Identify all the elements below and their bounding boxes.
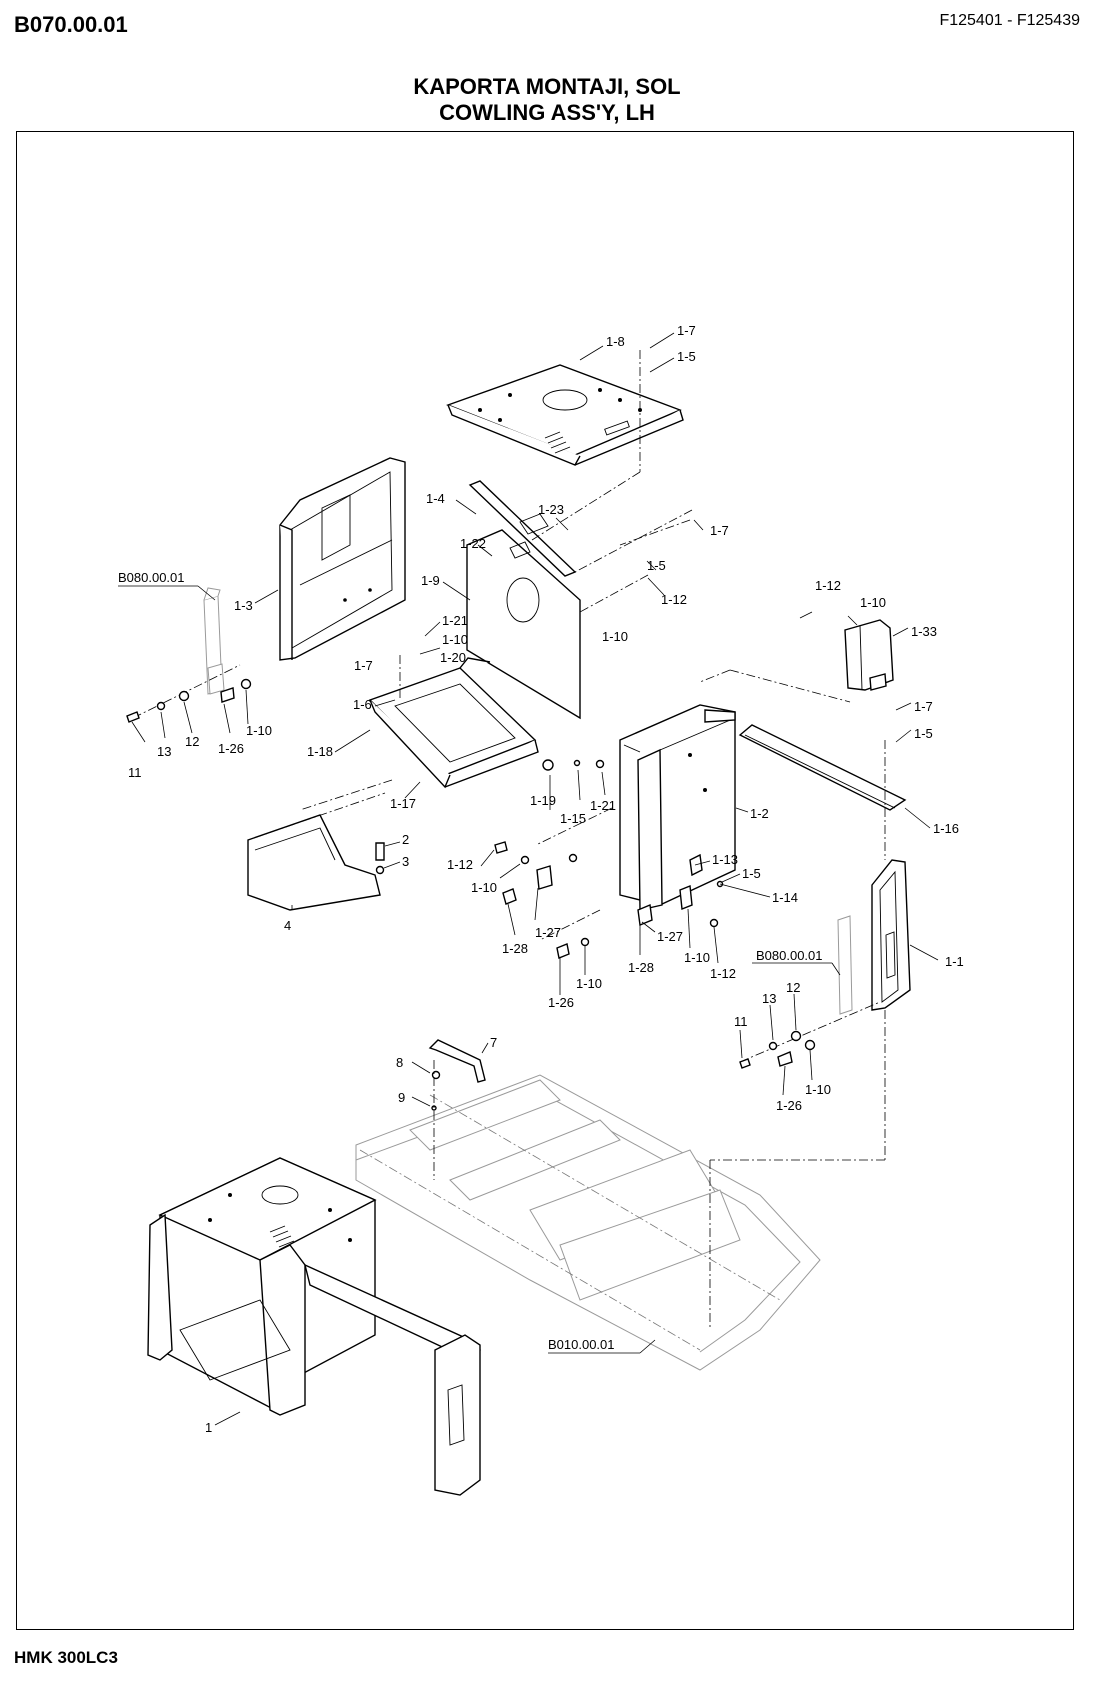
- callout-1-7: 1-7: [914, 699, 933, 714]
- center-support-1-2: [619, 704, 736, 911]
- title-english: COWLING ASS'Y, LH: [439, 100, 655, 125]
- callout-1-6: 1-6: [353, 697, 372, 712]
- partition-panel-1-9: [466, 529, 581, 720]
- callout-1-7: 1-7: [710, 523, 729, 538]
- callout-1-18: 1-18: [307, 744, 333, 759]
- callout-1-8: 1-8: [606, 334, 625, 349]
- right-side-post-1-1: [871, 859, 911, 1011]
- callout-13: 13: [762, 991, 776, 1006]
- callout-1-33: 1-33: [911, 624, 937, 639]
- callout-12: 12: [786, 980, 800, 995]
- section-code: B070.00.01: [14, 12, 128, 37]
- callout-1-26: 1-26: [776, 1098, 802, 1113]
- callout-9: 9: [398, 1090, 405, 1105]
- callout-1-19: 1-19: [530, 793, 556, 808]
- callout-1-27: 1-27: [535, 925, 561, 940]
- reference-left-hinge: B080.00.01: [118, 570, 185, 585]
- reference-upper-frame: B010.00.01: [548, 1337, 615, 1352]
- callout-1-15: 1-15: [560, 811, 586, 826]
- callout-4: 4: [284, 918, 291, 933]
- lower-cover-4: [247, 792, 386, 911]
- callout-1-10: 1-10: [442, 632, 468, 647]
- callout-11: 11: [734, 1014, 748, 1029]
- callout-1-16: 1-16: [933, 821, 959, 836]
- callout-1-21: 1-21: [590, 798, 616, 813]
- callout-1-28: 1-28: [628, 960, 654, 975]
- callout-13: 13: [157, 744, 171, 759]
- top-cover-plate: [446, 364, 684, 466]
- callout-1-12: 1-12: [710, 966, 736, 981]
- left-side-frame: [279, 457, 406, 661]
- callout-1-7: 1-7: [677, 323, 696, 338]
- callout-1-26: 1-26: [548, 995, 574, 1010]
- upper-frame-outline: [355, 1074, 821, 1371]
- callout-1-10: 1-10: [576, 976, 602, 991]
- callout-1-27: 1-27: [657, 929, 683, 944]
- callout-labels: 1-8 1-7 1-5 1-4 1-23 1-7 1-22 1-5 1-9 1-…: [118, 323, 964, 1435]
- assembly-lines: [299, 350, 886, 1330]
- title-turkish: KAPORTA MONTAJI, SOL: [413, 74, 681, 99]
- callout-1: 1: [205, 1420, 212, 1435]
- callout-1-13: 1-13: [712, 852, 738, 867]
- callout-1-10: 1-10: [602, 629, 628, 644]
- drawing-frame: [16, 131, 1074, 1630]
- center-hardware: [494, 759, 724, 959]
- callout-1-22: 1-22: [460, 536, 486, 551]
- right-fasteners: [739, 1030, 816, 1069]
- reference-right-hinge: B080.00.01: [756, 948, 823, 963]
- model-name: HMK 300LC3: [14, 1648, 118, 1667]
- callout-1-4: 1-4: [426, 491, 445, 506]
- left-fasteners: [126, 678, 252, 723]
- callout-1-1: 1-1: [945, 954, 964, 969]
- callout-11: 11: [128, 765, 142, 780]
- callout-1-12: 1-12: [815, 578, 841, 593]
- callout-1-10: 1-10: [471, 880, 497, 895]
- callout-1-10: 1-10: [805, 1082, 831, 1097]
- callout-1-9: 1-9: [421, 573, 440, 588]
- callout-1-14: 1-14: [772, 890, 798, 905]
- right-hinge: [739, 915, 881, 1063]
- floor-plate: [368, 657, 539, 789]
- callout-1-23: 1-23: [538, 502, 564, 517]
- washer-3: [375, 865, 385, 875]
- callout-1-26: 1-26: [218, 741, 244, 756]
- callout-1-10: 1-10: [860, 595, 886, 610]
- callout-1-10: 1-10: [246, 723, 272, 738]
- callout-1-5: 1-5: [677, 349, 696, 364]
- callout-1-12: 1-12: [447, 857, 473, 872]
- callout-7: 7: [490, 1035, 497, 1050]
- callout-1-3: 1-3: [234, 598, 253, 613]
- long-bracket-1-16: [738, 724, 907, 811]
- assembled-cowling-1: [147, 1157, 481, 1496]
- callout-1-17: 1-17: [390, 796, 416, 811]
- callout-1-28: 1-28: [502, 941, 528, 956]
- callout-1-20: 1-20: [440, 650, 466, 665]
- callout-1-10: 1-10: [684, 950, 710, 965]
- callout-1-2: 1-2: [750, 806, 769, 821]
- callout-1-5: 1-5: [742, 866, 761, 881]
- callout-3: 3: [402, 854, 409, 869]
- bolt-2: [375, 842, 385, 861]
- callout-1-5: 1-5: [647, 558, 666, 573]
- callout-2: 2: [402, 832, 409, 847]
- callout-1-21: 1-21: [442, 613, 468, 628]
- callout-12: 12: [185, 734, 199, 749]
- leader-lines: [118, 332, 939, 1426]
- callout-8: 8: [396, 1055, 403, 1070]
- callout-1-7: 1-7: [354, 658, 373, 673]
- serial-range: F125401 - F125439: [939, 12, 1080, 29]
- handle-7: [428, 1039, 486, 1180]
- side-box-1-33: [844, 619, 894, 691]
- callout-1-12: 1-12: [661, 592, 687, 607]
- callout-1-5: 1-5: [914, 726, 933, 741]
